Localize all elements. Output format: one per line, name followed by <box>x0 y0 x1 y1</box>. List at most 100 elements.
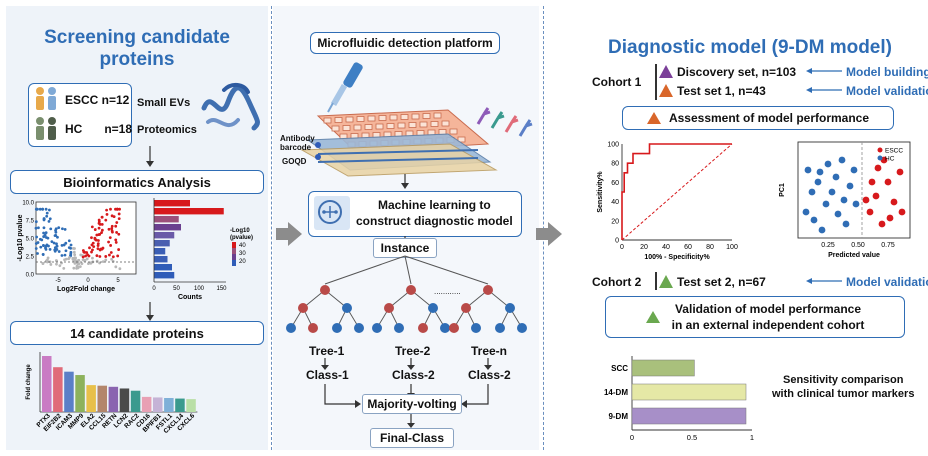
tree-node <box>354 323 364 333</box>
counts-bar <box>154 248 166 255</box>
volcano-point <box>90 250 93 254</box>
roc-ytick: 40 <box>611 199 619 206</box>
volcano-point <box>98 232 102 236</box>
pca-point-escc <box>886 214 894 222</box>
roc-xtick: 100 <box>726 244 738 251</box>
green-triangle-icon-2 <box>645 311 660 323</box>
counts-xtick: 0 <box>152 286 156 292</box>
pca-point-hc <box>816 168 824 176</box>
volcano-point <box>47 208 51 212</box>
volcano-point <box>63 258 66 262</box>
volcano-point <box>95 254 99 258</box>
pca-point-hc <box>852 200 860 208</box>
tree-node <box>428 303 438 313</box>
fold-bar <box>186 399 196 412</box>
volcano-point <box>114 265 118 269</box>
counts-bar <box>154 272 175 279</box>
pca-point-escc <box>884 178 892 186</box>
volcano-point <box>63 253 67 257</box>
volcano-point <box>115 221 119 224</box>
fold-bar <box>75 375 85 412</box>
chip-well <box>457 136 466 143</box>
microfluidic-device-illustration <box>300 62 533 177</box>
volcano-point <box>42 226 46 230</box>
volcano-point <box>77 258 81 262</box>
model-building-label: Model building <box>846 65 928 79</box>
fold-bar <box>119 388 130 412</box>
volcano-point <box>115 231 118 234</box>
chip-well <box>449 128 458 135</box>
volcano-point <box>74 260 77 263</box>
volcano-point <box>58 264 62 268</box>
roc-xtick: 0 <box>620 244 624 251</box>
pca-point-hc <box>850 166 858 174</box>
pca-point-hc <box>846 182 854 190</box>
bioinformatics-box: Bioinformatics Analysis <box>10 170 264 194</box>
volcano-point <box>44 207 48 211</box>
fold-bar <box>153 397 163 412</box>
roc-ytick: 80 <box>611 161 619 168</box>
ml-line2: construct diagnostic model <box>356 214 513 228</box>
brain-chip-icon <box>314 196 350 230</box>
roc-xtick: 80 <box>706 244 714 251</box>
roc-curve <box>621 143 732 240</box>
pca-point-hc <box>840 196 848 204</box>
ellipsis-dots: ............ <box>434 287 461 296</box>
roc-xtick: 20 <box>640 244 648 251</box>
pca-point-escc <box>890 198 898 206</box>
chip-well <box>345 116 354 123</box>
pca-xtick: 0.25 <box>821 242 835 249</box>
volcano-point <box>97 218 101 222</box>
volcano-point <box>73 253 77 257</box>
counts-bar <box>154 264 172 271</box>
volcano-point <box>55 242 58 246</box>
volcano-point <box>110 224 114 228</box>
roc-ytick: 0 <box>615 238 619 245</box>
sens-bar <box>631 407 747 425</box>
volcano-point <box>97 226 101 230</box>
hc-label-a: HC <box>65 122 83 136</box>
pca-legend-escc: ESCC <box>885 148 903 155</box>
sens-category-label: 14-DM <box>604 388 628 397</box>
volcano-point <box>34 220 38 224</box>
tree-node <box>471 323 481 333</box>
sample-group-box <box>28 83 132 147</box>
sens-bar <box>631 383 747 401</box>
volcano-point <box>55 248 59 251</box>
volcano-point <box>100 222 104 226</box>
volcano-ytick: 5.0 <box>26 237 35 243</box>
volcano-point <box>49 263 53 266</box>
pca-legend-hc: HC <box>885 156 895 163</box>
volcano-point <box>74 256 77 260</box>
counts-xlabel: Counts <box>178 294 202 301</box>
volcano-point <box>64 249 68 253</box>
counts-legend-tick: 30 <box>239 251 246 257</box>
volcano-point <box>48 248 52 251</box>
chip-well <box>342 125 351 131</box>
volcano-point <box>93 237 97 241</box>
tree-node <box>332 323 342 333</box>
volcano-point <box>87 262 90 266</box>
volcano-point <box>85 257 89 261</box>
volcano-point <box>41 207 45 211</box>
volcano-point <box>105 208 108 212</box>
chip-well <box>397 122 406 129</box>
arrow-down-3 <box>401 174 409 189</box>
volcano-point <box>109 244 113 247</box>
volcano-point <box>67 239 71 243</box>
volcano-point <box>88 246 91 250</box>
volcano-point <box>96 242 100 246</box>
chip-well <box>378 115 387 121</box>
chip-well <box>419 121 428 128</box>
validation-line1: Validation of model performance <box>674 302 862 316</box>
tree-node <box>298 303 308 313</box>
roc-xtick: 40 <box>662 244 670 251</box>
volcano-point <box>34 247 38 250</box>
sensitivity-line2: with clinical tumor markers <box>772 388 915 400</box>
purple-triangle-icon <box>659 65 673 78</box>
volcano-point <box>100 215 104 219</box>
small-evs-label: Small EVs <box>137 97 191 109</box>
green-triangle-icon <box>659 275 673 288</box>
volcano-point <box>105 213 109 216</box>
counts-bar <box>154 256 168 263</box>
